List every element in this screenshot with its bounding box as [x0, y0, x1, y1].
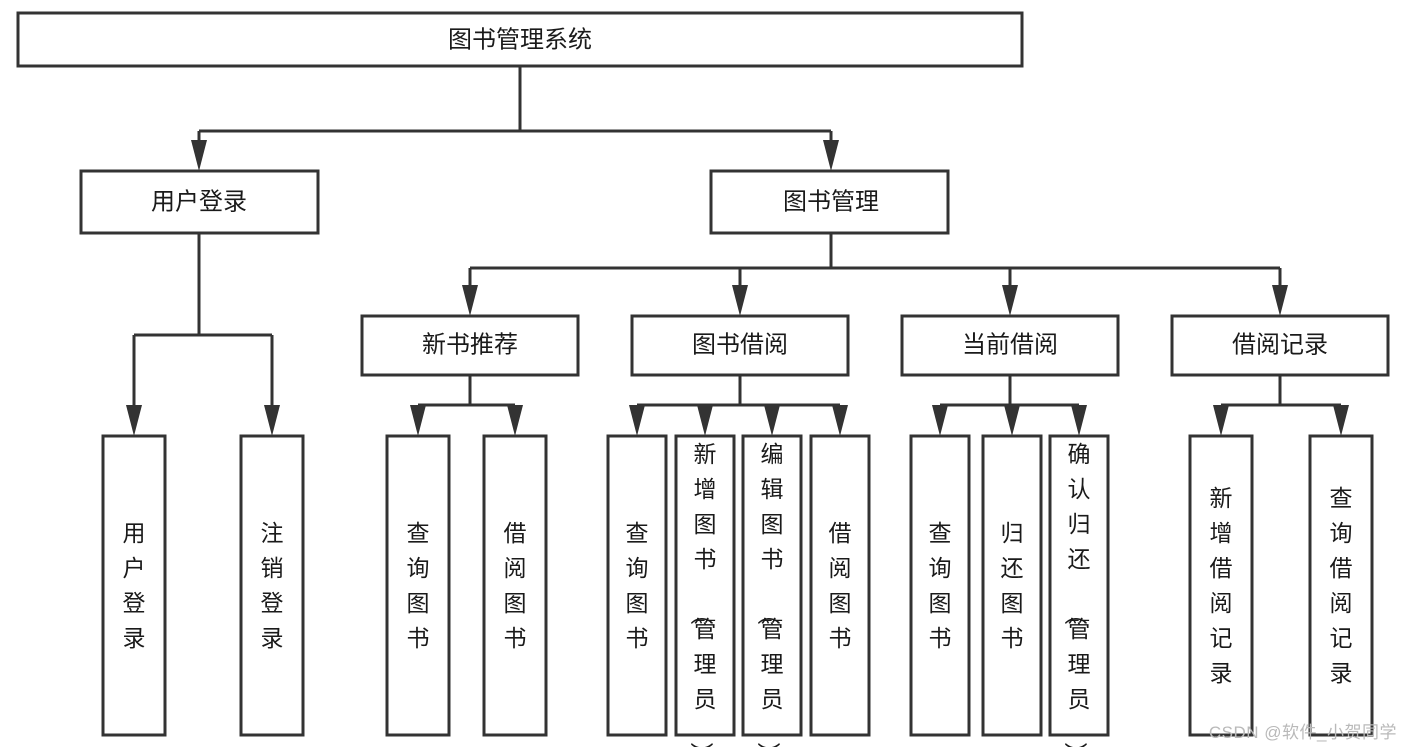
node-user-login-box[interactable] [79, 169, 320, 235]
leaf-node-user-login[interactable]: 用户登录 [101, 434, 167, 737]
arrow-head-borrow-lend [832, 405, 848, 436]
node-book-management-label: 图书管理 [783, 188, 879, 215]
leaf-node-box[interactable] [1188, 434, 1254, 737]
arrow-head-rec-borrow [507, 405, 523, 436]
node-borrow-record-box[interactable] [1170, 314, 1390, 377]
leaf-node-edit-book-admin[interactable]: 编辑图书（管理员） [741, 434, 803, 747]
leaf-node-label: 借阅图书 [504, 520, 527, 651]
leaf-node-layer: 用户登录 注销登录 查询图书 借阅图书 查询图书 新增图书（管理员） 编辑图书（管理员） 借阅… [101, 434, 1374, 747]
node-new-book-recommend-box[interactable] [360, 314, 580, 377]
leaf-node-box[interactable] [1048, 434, 1110, 737]
arrow-head-borrow-record [1272, 285, 1288, 316]
leaf-node-add-book-admin[interactable]: 新增图书（管理员） [674, 434, 736, 747]
node-current-borrow[interactable]: 当前借阅 [900, 314, 1120, 377]
arrow-head-current-borrow [1002, 285, 1018, 316]
leaf-node-box[interactable] [981, 434, 1043, 737]
leaf-node-borrow-book-rec[interactable]: 借阅图书 [482, 434, 548, 737]
leaf-node-label: 借阅图书 [829, 520, 852, 651]
leaf-node-lend-book[interactable]: 借阅图书 [809, 434, 871, 737]
leaf-node-confirm-return-admin[interactable]: 确认归还（管理员） [1048, 434, 1110, 747]
leaf-node-label: 新增图书（管理员） [689, 441, 717, 747]
node-current-borrow-label: 当前借阅 [962, 331, 1058, 358]
arrow-head-borrow-query [629, 405, 645, 436]
leaf-node-box[interactable] [239, 434, 305, 737]
arrow-head-book-borrow [732, 285, 748, 316]
node-borrow-record[interactable]: 借阅记录 [1170, 314, 1390, 377]
leaf-node-box[interactable] [1308, 434, 1374, 737]
arrow-head-user-login [191, 140, 207, 171]
node-book-borrow-box[interactable] [630, 314, 850, 377]
node-new-book-recommend-label: 新书推荐 [422, 331, 518, 358]
node-book-management-box[interactable] [709, 169, 950, 235]
leaf-node-box[interactable] [101, 434, 167, 737]
leaf-node-query-book-borrow[interactable]: 查询图书 [606, 434, 668, 737]
leaf-node-box[interactable] [674, 434, 736, 737]
node-book-borrow[interactable]: 图书借阅 [630, 314, 850, 377]
node-root-label: 图书管理系统 [448, 26, 592, 53]
leaf-node-query-book-current[interactable]: 查询图书 [909, 434, 971, 737]
node-book-management[interactable]: 图书管理 [709, 169, 950, 235]
node-root[interactable]: 图书管理系统 [16, 11, 1024, 68]
leaf-node-label: 查询图书 [407, 520, 430, 651]
node-user-login-label: 用户登录 [151, 188, 247, 215]
leaf-node-box[interactable] [909, 434, 971, 737]
node-root-box[interactable] [16, 11, 1024, 68]
arrow-head-borrow-edit [764, 405, 780, 436]
arrow-head-new-book-rec [462, 285, 478, 316]
arrow-head-record-query [1333, 405, 1349, 436]
leaf-node-box[interactable] [741, 434, 803, 737]
node-book-borrow-label: 图书借阅 [692, 331, 788, 358]
leaf-node-label: 查询图书 [929, 520, 952, 651]
connector-layer [126, 66, 1349, 436]
leaf-node-label: 用户登录 [123, 520, 146, 651]
leaf-node-add-borrow-record[interactable]: 新增借阅记录 [1188, 434, 1254, 737]
leaf-node-label: 新增借阅记录 [1210, 485, 1233, 686]
node-borrow-record-label: 借阅记录 [1232, 331, 1328, 358]
node-current-borrow-box[interactable] [900, 314, 1120, 377]
leaf-node-box[interactable] [606, 434, 668, 737]
arrow-head-rec-query [410, 405, 426, 436]
arrow-head-record-add [1213, 405, 1229, 436]
arrow-head-book-manage [823, 140, 839, 171]
leaf-node-query-borrow-record[interactable]: 查询借阅记录 [1308, 434, 1374, 737]
arrow-head-leaf-logout [264, 405, 280, 436]
leaf-node-query-book-rec[interactable]: 查询图书 [385, 434, 451, 737]
arrow-head-current-query [932, 405, 948, 436]
leaf-node-label: 注销登录 [261, 520, 284, 651]
arrow-head-current-return [1004, 405, 1020, 436]
arrow-head-current-confirm [1071, 405, 1087, 436]
leaf-node-label: 编辑图书（管理员） [756, 441, 784, 747]
leaf-node-label: 查询图书 [626, 520, 649, 651]
leaf-node-label: 查询借阅记录 [1330, 485, 1353, 686]
node-new-book-recommend[interactable]: 新书推荐 [360, 314, 580, 377]
leaf-node-label: 归还图书 [1001, 520, 1024, 651]
arrow-head-borrow-add [697, 405, 713, 436]
leaf-node-return-book[interactable]: 归还图书 [981, 434, 1043, 737]
leaf-node-logout-login[interactable]: 注销登录 [239, 434, 305, 737]
node-user-login[interactable]: 用户登录 [79, 169, 320, 235]
arrow-head-leaf-user-login [126, 405, 142, 436]
leaf-node-box[interactable] [809, 434, 871, 737]
leaf-node-box[interactable] [482, 434, 548, 737]
leaf-node-box[interactable] [385, 434, 451, 737]
leaf-node-label: 确认归还（管理员） [1063, 441, 1091, 747]
